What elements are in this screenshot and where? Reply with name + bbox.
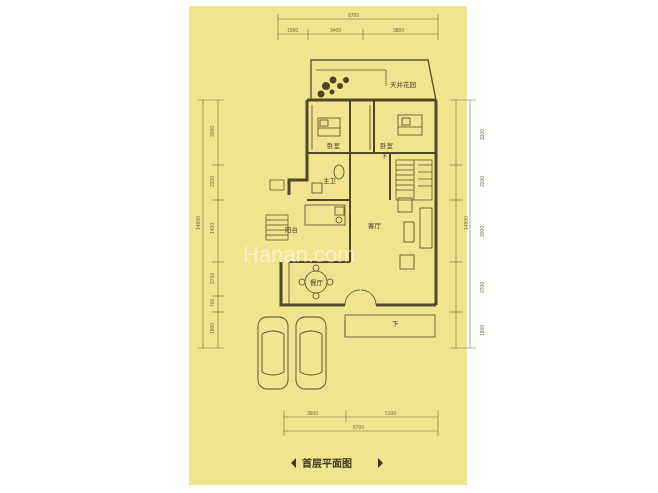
dim-bottom-2: 5100	[385, 411, 396, 417]
plan-title: 首层平面图	[302, 457, 352, 470]
dim-left-1: 3000	[210, 126, 216, 137]
dim-left-6: 1800	[210, 323, 216, 334]
dim-top-1: 1500	[287, 28, 298, 34]
dim-top-3: 3800	[393, 28, 404, 34]
room-bedroom-right-label: 卧室	[380, 141, 394, 150]
room-dining-label: 餐厅	[310, 278, 324, 287]
garden-plant-icon	[317, 76, 349, 98]
dim-left-total: 14800	[196, 216, 202, 230]
staircase	[395, 159, 433, 201]
dim-left-3: 1400	[210, 223, 216, 234]
entry-porch	[344, 314, 436, 338]
right-dimensions	[450, 99, 476, 349]
bed-right-icon	[397, 114, 423, 136]
dim-bottom-1: 3600	[307, 411, 318, 417]
dim-right-2: 2200	[480, 176, 486, 187]
bathroom-fixtures-icon	[311, 164, 345, 194]
room-bathroom-label: 主卫	[323, 176, 337, 185]
balcony-steps	[265, 179, 289, 241]
courtyard-garden	[310, 59, 437, 101]
left-dimensions	[198, 99, 224, 349]
dim-top-2: 3400	[330, 28, 341, 34]
bottom-dimensions	[283, 410, 439, 436]
sofa-set-icon	[397, 197, 433, 270]
dim-right-3: 3000	[480, 226, 486, 237]
dim-top-total: 8700	[348, 13, 359, 19]
wardrobe-icon	[311, 105, 371, 150]
room-balcony-label: 阳台	[285, 225, 298, 234]
room-courtyard-label: 天井花园	[390, 80, 416, 89]
dim-left-4: 2700	[210, 273, 216, 284]
top-dimensions	[277, 14, 439, 40]
watermark-text: Hanan.com	[243, 242, 356, 267]
title-ornament-right	[378, 458, 383, 468]
car-left-icon	[257, 316, 289, 390]
dim-bottom-total: 8700	[353, 425, 364, 431]
interior-walls	[289, 100, 436, 263]
dim-right-5: 1800	[480, 325, 486, 336]
dim-right-4: 2700	[480, 282, 486, 293]
car-right-icon	[295, 316, 327, 390]
bed-left-icon	[317, 117, 341, 137]
dim-right-1: 3300	[480, 129, 486, 140]
entry-door	[344, 289, 377, 306]
kitchen-counter	[304, 204, 346, 226]
room-bedroom-left-label: 卧室	[327, 141, 341, 150]
room-living-label: 客厅	[368, 221, 382, 230]
dining-table-icon	[288, 262, 334, 305]
exterior-walls	[279, 98, 438, 307]
stair-down-top-label: 下	[381, 152, 388, 160]
stair-down-bottom-label: 下	[392, 320, 399, 328]
dim-left-2: 2200	[210, 176, 216, 187]
dim-right-total: 14800	[464, 216, 470, 230]
dim-left-5: 700	[210, 298, 216, 307]
title-ornament-left	[291, 458, 296, 468]
